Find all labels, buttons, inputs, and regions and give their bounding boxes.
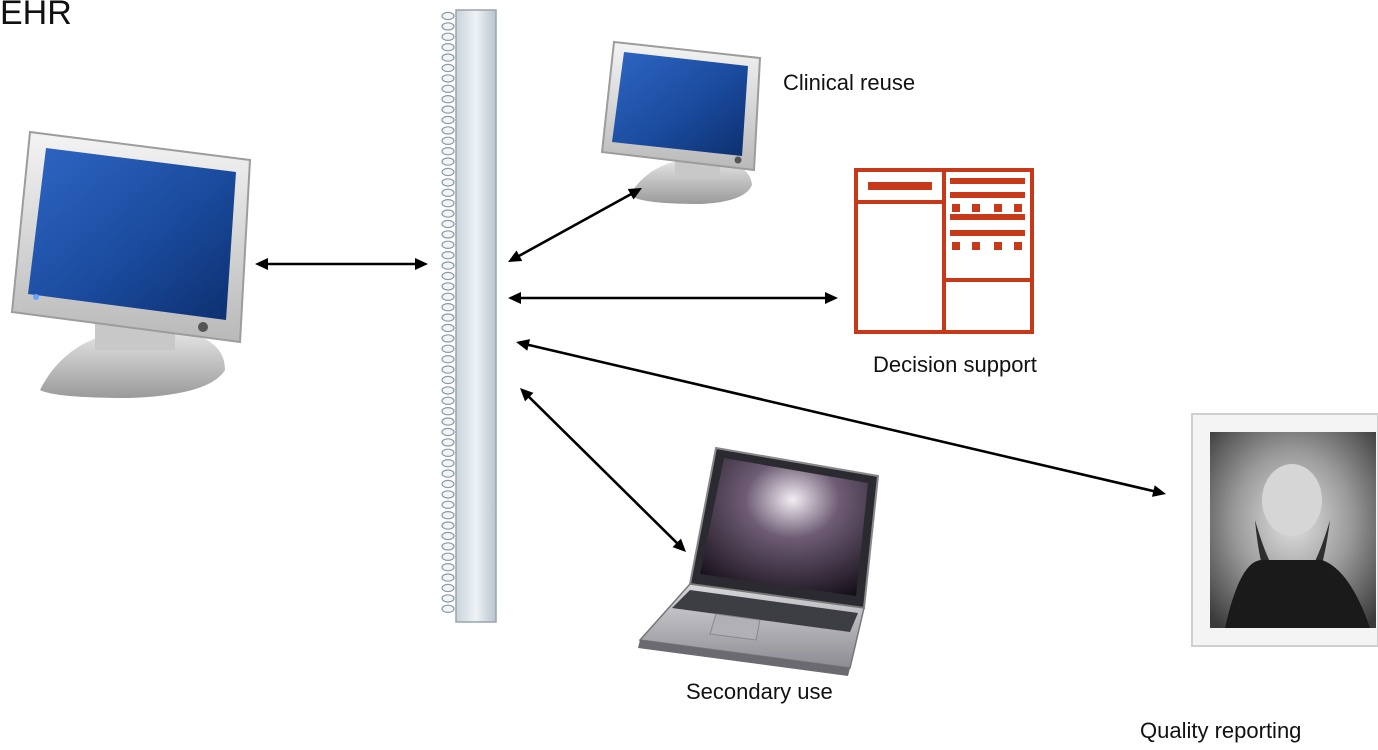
binder-ring — [441, 594, 455, 603]
binder-ring — [441, 448, 455, 457]
binder-ring — [441, 479, 455, 489]
arrowhead — [415, 258, 428, 270]
binder-ring — [441, 250, 455, 260]
decision-support-label: Decision support — [873, 352, 1037, 377]
connector-line — [526, 394, 680, 546]
binder-ring — [441, 417, 455, 426]
clinical-reuse-monitor-icon — [600, 40, 762, 204]
arrowhead — [825, 292, 838, 304]
binder-ring — [441, 32, 455, 42]
binder-ring — [441, 375, 455, 385]
binder-ring — [441, 292, 455, 301]
arrowhead — [255, 258, 268, 270]
binder-ring — [441, 63, 455, 73]
connection-arrows — [255, 188, 1166, 552]
arrowhead — [627, 188, 642, 200]
binder-ring — [441, 261, 455, 270]
binder-ring — [441, 282, 455, 291]
binder-ring — [441, 146, 455, 156]
binder-ring — [441, 22, 455, 31]
binder-ring — [441, 53, 455, 62]
binder-ring — [441, 84, 455, 94]
arrowhead — [672, 538, 686, 552]
arrowhead — [508, 292, 521, 304]
binder-ring — [441, 303, 455, 312]
binder-ring — [441, 469, 455, 478]
binder-ring — [441, 178, 455, 187]
binder-ring — [441, 157, 455, 166]
binder-ring — [441, 271, 455, 281]
binder-ring — [441, 209, 455, 218]
binder-ring — [441, 427, 455, 437]
connector-line — [525, 343, 1157, 493]
binder-ring — [441, 105, 455, 114]
binder-ring — [441, 542, 455, 551]
binder-ring — [441, 365, 455, 374]
clinical-reuse-label: Clinical reuse — [783, 70, 916, 95]
quality-reporting-portrait — [1191, 413, 1378, 647]
binder-ring — [441, 313, 455, 322]
arrowhead — [1151, 485, 1166, 497]
binder-ring — [441, 531, 455, 541]
binder-ring — [441, 94, 455, 104]
binder-ring — [441, 573, 455, 582]
binder-ring — [441, 583, 455, 593]
binder-ring — [441, 386, 455, 395]
binder-ring — [441, 438, 455, 447]
binder-ring — [441, 334, 455, 343]
binder-ring — [441, 230, 455, 239]
connector-line — [516, 191, 634, 259]
binder-ring — [441, 126, 455, 135]
spiral-binder-bus — [441, 9, 497, 623]
binder-ring — [441, 198, 455, 208]
binder-ring — [441, 500, 455, 509]
binder-ring — [441, 136, 455, 145]
binder-ring — [441, 521, 455, 530]
laptop-icon — [638, 446, 880, 676]
binder-ring — [441, 396, 455, 405]
arrowhead — [516, 339, 531, 351]
binder-ring — [441, 167, 455, 177]
diagram-title: EHR — [0, 0, 72, 32]
binder-ring — [441, 219, 455, 229]
ehr-monitor-icon — [10, 130, 252, 398]
binder-ring — [441, 74, 455, 83]
binder-ring — [441, 188, 455, 197]
arrowhead — [520, 388, 534, 402]
secondary-use-label: Secondary use — [686, 679, 833, 704]
binder-ring — [441, 43, 455, 52]
binder-ring — [441, 323, 455, 333]
binder-ring — [441, 240, 455, 249]
binder-ring — [441, 511, 455, 520]
binder-ring — [441, 355, 455, 364]
quality-reporting-label: Quality reporting — [1140, 718, 1302, 743]
binder-ring — [441, 11, 455, 21]
binder-ring — [441, 604, 455, 614]
decision-support-form-icon — [854, 168, 1034, 334]
binder-ring — [441, 490, 455, 499]
binder-ring — [441, 344, 455, 353]
binder-ring — [441, 115, 455, 125]
binder-ring — [441, 552, 455, 562]
binder-ring — [441, 563, 455, 572]
binder-ring — [441, 407, 455, 416]
binder-ring — [441, 459, 455, 468]
arrowhead — [508, 250, 523, 262]
